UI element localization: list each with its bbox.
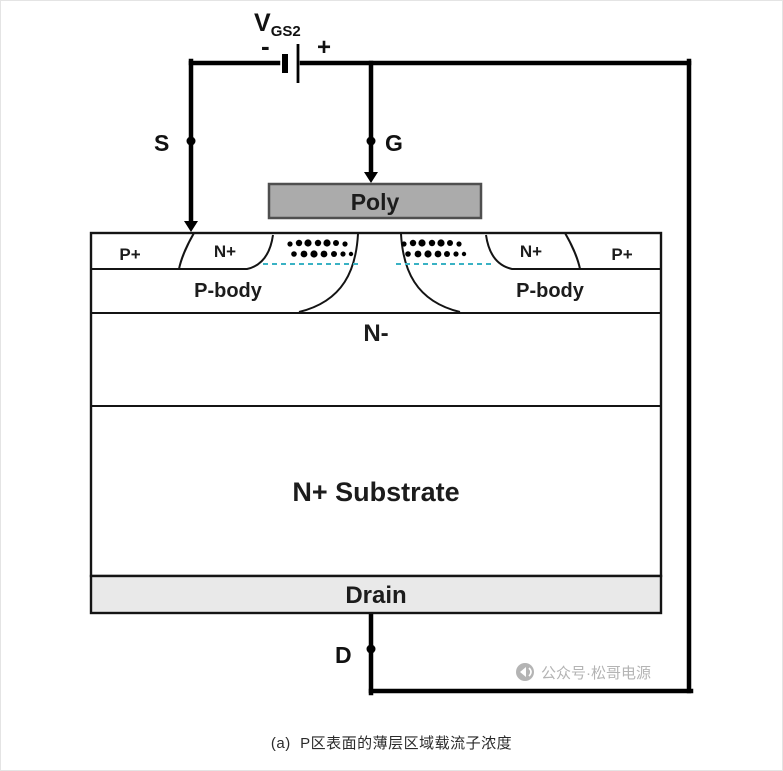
- vgs2-subscript: GS2: [271, 23, 301, 40]
- battery-icon: [282, 44, 300, 83]
- nplus-right-label: N+: [520, 242, 542, 261]
- gate-arrowhead-icon: [364, 172, 378, 183]
- drain-region-label: Drain: [345, 582, 406, 609]
- source-terminal-label: S: [154, 130, 169, 156]
- battery-plus-label: +: [317, 34, 331, 61]
- nminus-region-label: N-: [363, 320, 388, 347]
- vdmos-cross-section-diagram: - + VGS2 S G D Poly: [89, 9, 694, 696]
- carrier-dots-right: [401, 239, 467, 258]
- pplus-right-label: P+: [611, 245, 632, 264]
- battery-minus-label: -: [261, 31, 270, 61]
- nplus-left-label: N+: [214, 242, 236, 261]
- pbody-left-label: P-body: [194, 280, 263, 302]
- watermark-wave-icon: [528, 667, 532, 677]
- pplus-nplus-divider-left: [178, 232, 195, 270]
- source-bottom-right: [485, 234, 661, 270]
- poly-gate-label: Poly: [351, 189, 400, 215]
- drain-electrode: [89, 574, 663, 615]
- source-bottom-left: [91, 234, 274, 270]
- substrate-region-label: N+ Substrate: [292, 477, 459, 507]
- source-arrowhead-icon: [184, 221, 198, 232]
- pplus-left-label: P+: [119, 245, 140, 264]
- vgs2-label: VGS2: [254, 9, 301, 40]
- vgs2-main: V: [254, 9, 271, 37]
- pbody-right-label: P-body: [516, 280, 585, 302]
- carrier-dots-left: [287, 239, 354, 258]
- device-body: [89, 231, 663, 578]
- drain-terminal-label: D: [335, 642, 352, 668]
- gate-node-dot: [366, 136, 376, 146]
- figure-caption: (a) P区表面的薄层区域载流子浓度: [270, 735, 513, 752]
- gate-terminal-label: G: [385, 130, 403, 156]
- drain-node-dot: [366, 644, 376, 654]
- pplus-nplus-divider-right: [564, 232, 581, 270]
- watermark: 公众号·松哥电源: [516, 663, 651, 682]
- poly-gate: [267, 182, 483, 220]
- watermark-speaker-icon: [520, 667, 526, 677]
- watermark-text: 公众号·松哥电源: [541, 665, 651, 682]
- pbody-junction-left: [298, 233, 359, 313]
- region-boundaries: [91, 232, 661, 407]
- source-node-dot: [186, 136, 196, 146]
